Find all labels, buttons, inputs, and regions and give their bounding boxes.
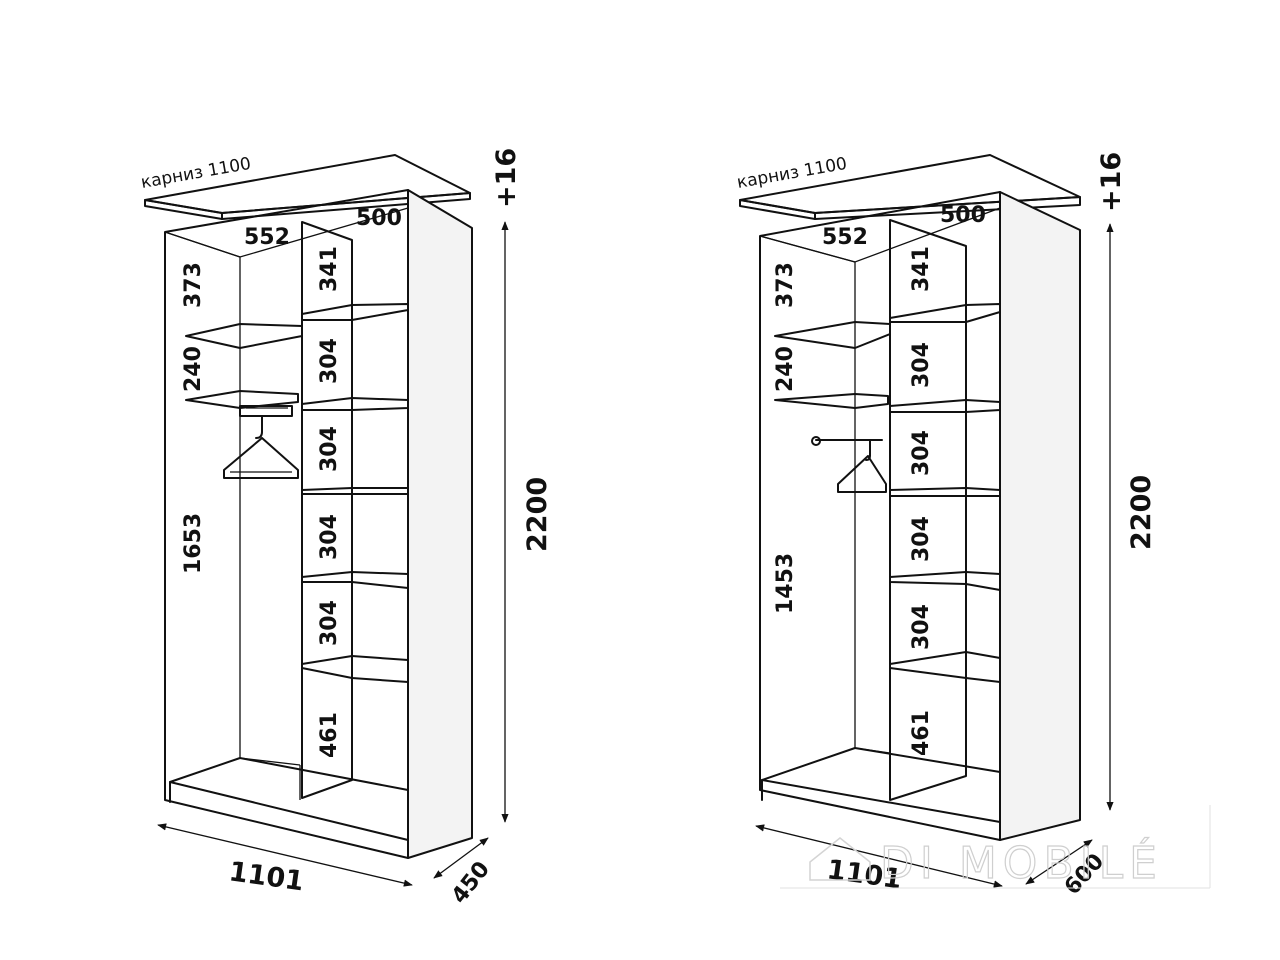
top-right-width: 500 — [940, 203, 986, 228]
top-left-width: 552 — [244, 225, 290, 250]
hanger-icon — [223, 415, 299, 479]
depth-label: 450 — [447, 857, 495, 909]
left-section-3: 1653 — [181, 513, 206, 574]
right-section-5: 304 — [317, 600, 342, 646]
left-section-2: 240 — [773, 346, 798, 392]
cabinet-body-right — [759, 191, 1081, 841]
watermark-text: DI MOBILÉ — [880, 836, 1163, 889]
watermark: DI MOBILÉ — [780, 805, 1211, 890]
right-section-5: 304 — [909, 604, 934, 650]
left-section-3: 1453 — [773, 553, 798, 614]
depth-dimension-line — [1025, 839, 1093, 885]
right-section-2: 304 — [317, 338, 342, 384]
right-section-1: 341 — [909, 246, 934, 292]
right-section-4: 304 — [909, 516, 934, 562]
left-section-1: 373 — [773, 262, 798, 308]
right-section-2: 304 — [909, 342, 934, 388]
cornice-height-label: +16 — [1096, 152, 1127, 212]
pullout-rail-icon — [239, 405, 293, 417]
depth-dimension-line — [433, 837, 489, 879]
cornice-label: карниз 1100 — [139, 154, 252, 193]
hanging-rod-icon — [811, 436, 883, 446]
right-section-3: 304 — [317, 426, 342, 472]
width-dimension-line — [157, 823, 413, 887]
top-left-width: 552 — [822, 225, 868, 250]
wardrobe-left: карниз 1100 +16 552 500 373 240 1653 341… — [139, 148, 553, 909]
height-label: 2200 — [522, 477, 553, 552]
cornice-right — [739, 154, 1081, 220]
right-section-6: 461 — [909, 710, 934, 756]
cornice-left — [144, 154, 471, 220]
right-section-1: 341 — [317, 246, 342, 292]
right-section-4: 304 — [317, 514, 342, 560]
hanger-icon — [837, 439, 887, 493]
cornice-height-label: +16 — [491, 148, 522, 208]
top-right-width: 500 — [356, 206, 402, 231]
cornice-label: карниз 1100 — [735, 154, 848, 193]
right-section-6: 461 — [317, 712, 342, 758]
right-section-3: 304 — [909, 430, 934, 476]
left-section-2: 240 — [181, 346, 206, 392]
height-label: 2200 — [1126, 475, 1157, 550]
wardrobe-right: карниз 1100 +16 552 500 373 240 1453 341… — [735, 152, 1157, 900]
width-dimension-line — [755, 824, 1003, 888]
home-icon — [809, 837, 871, 881]
left-section-1: 373 — [181, 262, 206, 308]
width-label: 1101 — [227, 856, 306, 897]
